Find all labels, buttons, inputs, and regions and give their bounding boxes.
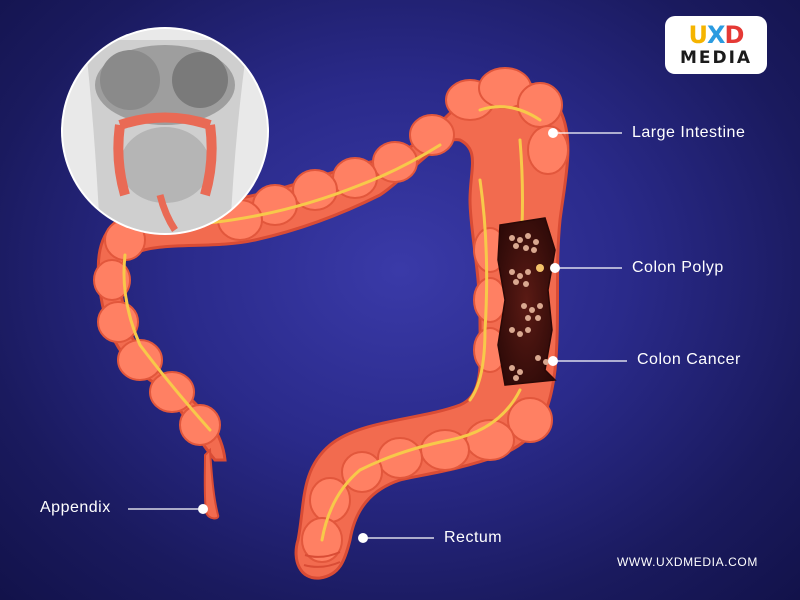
uxd-media-logo: UXD MEDIA: [665, 16, 767, 74]
colon-polyp-label: Colon Polyp: [632, 259, 724, 276]
logo-letter-u: U: [688, 21, 708, 49]
logo-letter-x: X: [707, 21, 725, 49]
appendix-label: Appendix: [40, 499, 111, 516]
large-intestine-label: Large Intestine: [632, 124, 746, 141]
rectum-illustration: [303, 551, 341, 568]
colon-cancer-illustration: [497, 217, 557, 386]
leader-lines: [128, 128, 627, 543]
polyp-clusters: [509, 233, 549, 381]
logo-letter-d: D: [724, 21, 745, 49]
logo-media-text: MEDIA: [679, 48, 753, 68]
colon-cancer-label: Colon Cancer: [637, 351, 741, 368]
appendix-illustration: [203, 447, 220, 520]
rectum-label: Rectum: [444, 529, 503, 546]
logo-wordmark: UXD: [665, 22, 767, 48]
website-url: WWW.UXDMEDIA.COM: [617, 555, 758, 569]
inset-torso-illustration: [61, 27, 269, 235]
